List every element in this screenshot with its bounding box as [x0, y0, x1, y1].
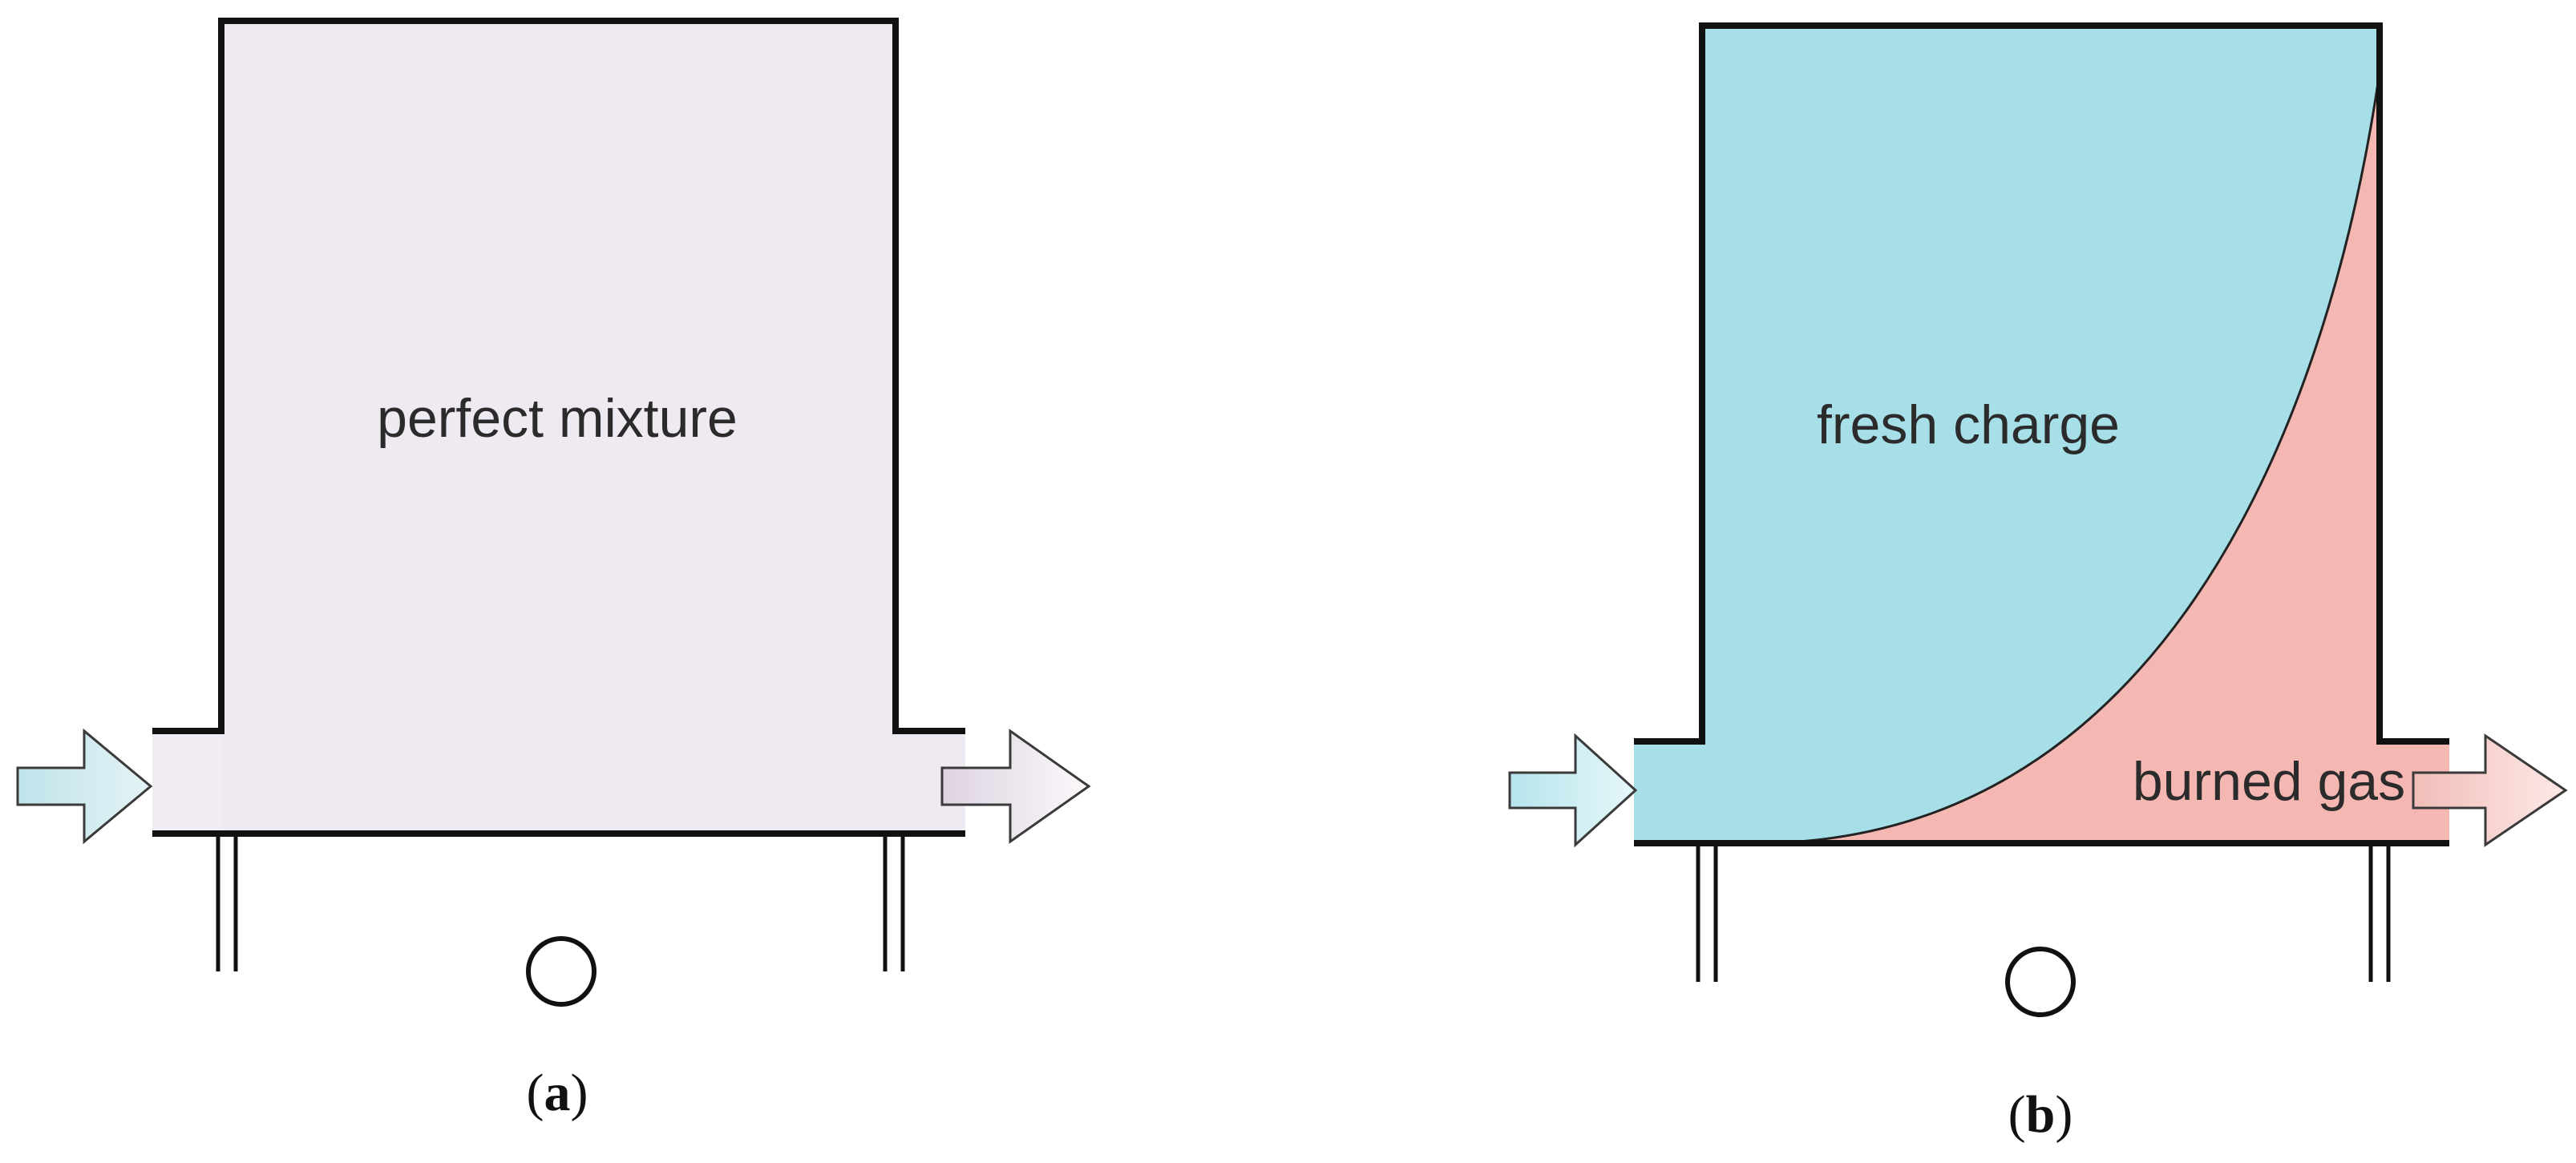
- crank-circle-a: [526, 936, 596, 1007]
- inlet-arrow-b: [1508, 733, 1638, 848]
- left-pin-b: [1696, 843, 1718, 982]
- cylinder-a-wall: [152, 18, 965, 734]
- left-pin-a: [216, 834, 238, 971]
- panel-a-caption: (a): [527, 1064, 588, 1122]
- crank-circle-b: [2005, 947, 2076, 1017]
- right-pin-a: [883, 834, 905, 971]
- panel-b: fresh charge burned gas (b): [1508, 22, 2568, 1144]
- cylinder-b-wall: [1634, 22, 2449, 745]
- burned-gas-label: burned gas: [2133, 751, 2405, 812]
- inlet-arrow-a: [16, 728, 153, 845]
- panel-a: perfect mixture (a): [16, 18, 1091, 1122]
- outlet-arrow-b: [2412, 733, 2568, 847]
- mixing-boundary-curve: [1755, 71, 2381, 845]
- perfect-mixture-label: perfect mixture: [377, 388, 738, 449]
- cylinder-a-fill: [152, 21, 965, 834]
- inlet-port-a: [152, 731, 221, 834]
- outlet-arrow-a: [940, 729, 1091, 844]
- panel-a-caption-letter: a: [544, 1064, 571, 1122]
- right-pin-b: [2368, 843, 2391, 982]
- panel-b-caption-letter: b: [2026, 1085, 2056, 1144]
- panel-b-caption: (b): [2008, 1085, 2073, 1144]
- fresh-charge-region: [1634, 26, 2380, 843]
- fresh-charge-label: fresh charge: [1817, 394, 2120, 455]
